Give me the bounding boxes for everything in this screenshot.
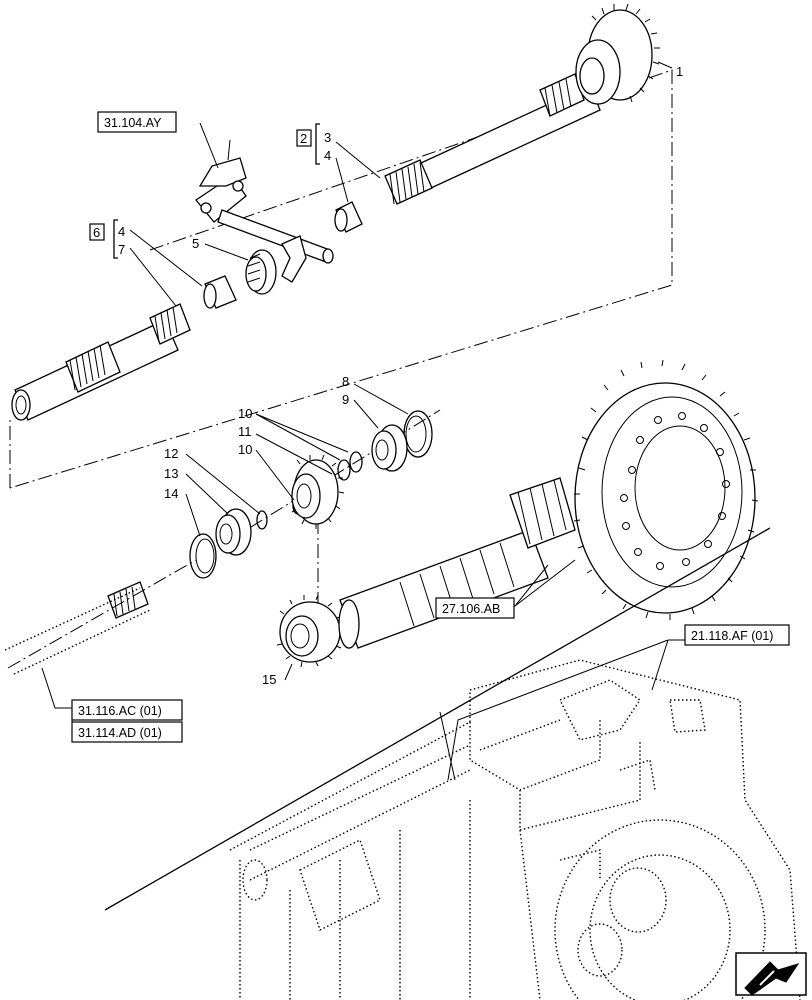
circlip-8 [403,410,433,458]
main-shaft [384,3,660,205]
callout-2: 2 [300,131,307,146]
callout-11: 11 [238,424,252,439]
callout-labels: 1 2 3 4 5 6 4 7 8 9 10 11 10 12 13 14 15 [89,64,683,687]
callout-8: 8 [342,374,349,389]
group-brackets [113,123,320,259]
callout-5: 5 [192,236,199,251]
callout-3: 3 [324,130,331,145]
transmission-housing [229,659,801,1000]
washer-12 [256,510,268,530]
callout-7: 7 [118,242,125,257]
ref-link-31-104-ay[interactable]: 31.104.AY [97,111,177,133]
bushing-upper [334,201,363,233]
axis-line-upper [9,69,673,489]
callout-15: 15 [262,672,276,687]
callout-14: 14 [164,486,178,501]
callout-12: 12 [164,446,178,461]
ref-link-31-116-ac[interactable]: 31.116.AC (01) [71,699,183,721]
bushing-lower [203,275,237,309]
bearing-9 [371,424,408,472]
ref-label-27-106-ab: 27.106.AB [442,602,500,616]
ref-link-27-106-ab[interactable]: 27.106.AB [435,597,515,619]
callout-1: 1 [676,64,683,79]
ref-label-31-114-ad: 31.114.AD (01) [78,726,162,740]
callout-9: 9 [342,392,349,407]
section-divider [104,527,771,911]
ref-label-31-104-ay: 31.104.AY [104,116,162,130]
next-page-arrow-icon[interactable] [735,952,807,996]
pto-shaft-phantom [4,581,151,675]
gear-15 [276,594,345,668]
crown-wheel [573,359,759,620]
ref-link-31-114-ad[interactable]: 31.114.AD (01) [71,721,183,743]
callout-4b: 4 [118,224,125,239]
callout-4a: 4 [324,148,331,163]
bearing-13 [215,508,252,556]
ref-label-31-116-ac: 31.116.AC (01) [78,704,162,718]
ref-link-21-118-af[interactable]: 21.118.AF (01) [684,624,790,646]
pinion-shaft [338,477,576,649]
shift-fork-assembly [195,139,334,283]
callout-10b: 10 [238,442,252,457]
callout-6: 6 [93,225,100,240]
ref-label-21-118-af: 21.118.AF (01) [691,629,773,643]
coupling-sleeve [245,249,277,295]
gear-10 [291,454,345,529]
circlip-14 [189,533,217,579]
callout-13: 13 [164,466,178,481]
callout-10a: 10 [238,406,252,421]
secondary-shaft [11,303,191,421]
